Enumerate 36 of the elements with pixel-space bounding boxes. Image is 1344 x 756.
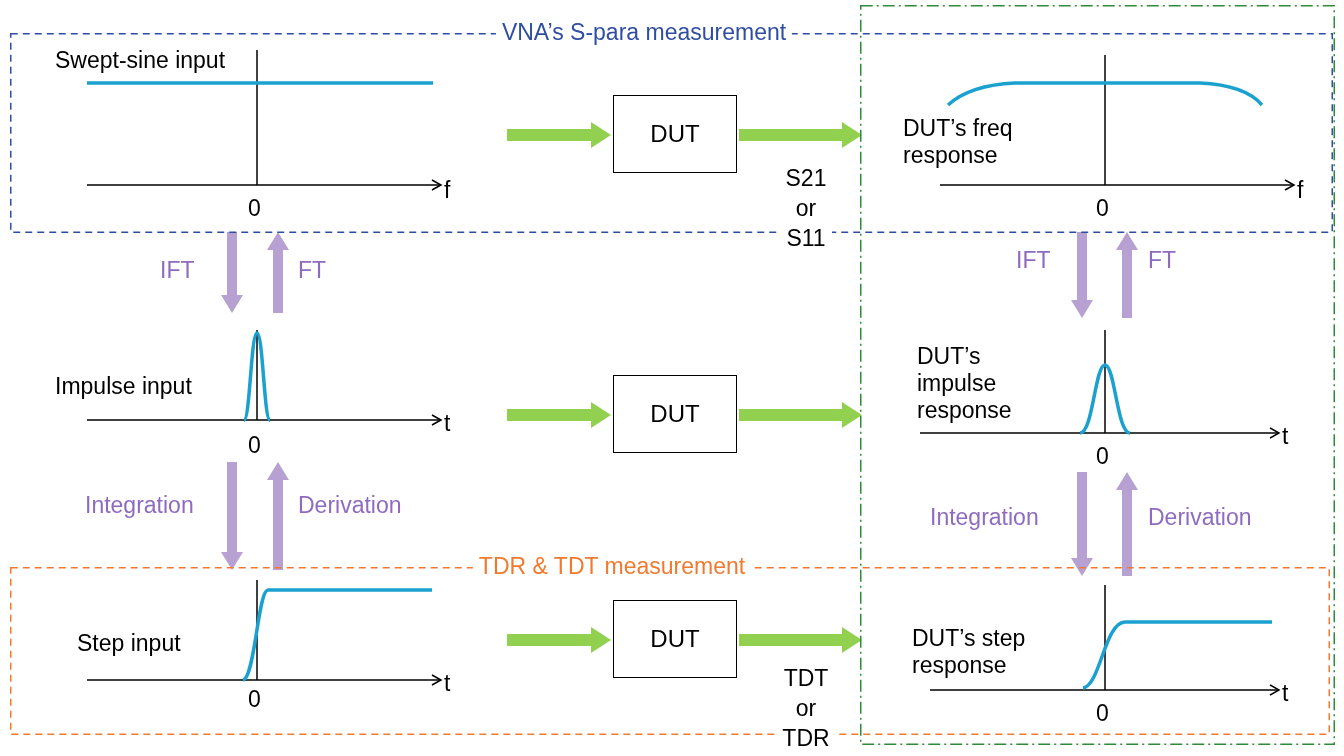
plot-title: DUT’s freq response (903, 115, 1014, 169)
tick-label: 0 (1096, 195, 1109, 222)
tick-label: 0 (248, 195, 261, 222)
tick-label: 0 (248, 686, 261, 713)
dashed-group-frame (860, 5, 1335, 745)
block-arrow (221, 232, 243, 313)
block-arrow (507, 627, 611, 653)
block-arrow (739, 402, 862, 428)
block-arrow (507, 402, 611, 428)
block-arrow (221, 462, 243, 570)
plot-title: Swept-sine input (55, 47, 226, 74)
axis-label: t (444, 410, 451, 437)
axis-label: t (1282, 680, 1289, 707)
block-arrow (1071, 232, 1093, 318)
axis-label: t (444, 670, 451, 697)
process-box: DUT (613, 600, 737, 678)
plot-title: Impulse input (55, 373, 192, 400)
tick-label: 0 (1096, 443, 1109, 470)
tick-label: 0 (248, 432, 261, 459)
process-box: DUT (613, 375, 737, 453)
block-arrow (739, 627, 862, 653)
process-box: DUT (613, 95, 737, 173)
plot-title: DUT’s step response (912, 625, 1027, 679)
axis-label: f (444, 177, 451, 204)
block-arrow (739, 122, 862, 148)
axis-label: f (1297, 177, 1304, 204)
tick-label: 0 (1096, 700, 1109, 727)
axis-label: t (1282, 423, 1289, 450)
block-arrow (1116, 472, 1138, 576)
block-arrow (267, 232, 289, 313)
plot-title: Step input (77, 630, 181, 657)
block-arrow (1116, 232, 1138, 318)
block-arrow (267, 462, 289, 570)
plot-title: DUT’s impulse response (917, 343, 1013, 424)
block-arrow (507, 122, 611, 148)
block-arrow (1071, 472, 1093, 576)
